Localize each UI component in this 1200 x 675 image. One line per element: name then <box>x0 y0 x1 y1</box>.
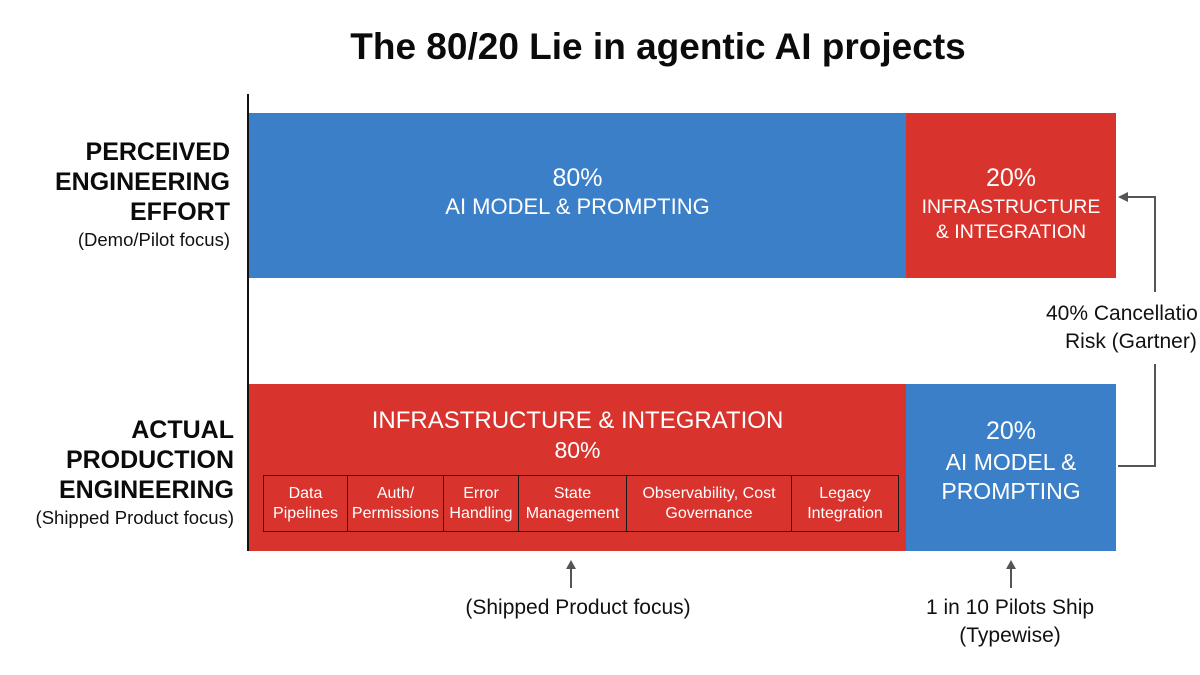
risk-arrow-head <box>1118 192 1128 202</box>
perceived-label-line-1: PERCEIVED <box>85 138 230 166</box>
perceived-ai-model-percent: 80% <box>552 164 603 192</box>
risk-line-1: 40% Cancellatio <box>1046 302 1198 325</box>
actual-ai-model-label-line-1: AI MODEL & <box>945 449 1077 475</box>
perceived-ai-model-segment: 80% AI MODEL & PROMPTING <box>249 113 906 278</box>
perceived-row-label: PERCEIVED ENGINEERING EFFORT (Demo/Pilot… <box>55 137 230 253</box>
pilots-ship-line-1: 1 in 10 Pilots Ship <box>925 596 1095 619</box>
perceived-infrastructure-label-line-1: INFRASTRUCTURE <box>921 196 1101 218</box>
actual-ai-model-segment: 20% AI MODEL & PROMPTING <box>906 384 1116 551</box>
risk-line-2: Risk (Gartner) <box>1065 330 1197 353</box>
component-auth-permissions: Auth/Permissions <box>348 476 444 531</box>
perceived-infrastructure-label-line-2: & INTEGRATION <box>935 221 1087 243</box>
perceived-label-line-3: EFFORT <box>130 198 230 226</box>
perceived-infrastructure-segment: 20% INFRASTRUCTURE & INTEGRATION <box>906 113 1116 278</box>
pilots-ship-note: 1 in 10 Pilots Ship (Typewise) <box>880 594 1140 650</box>
risk-annotation: 40% Cancellatio Risk (Gartner) <box>1046 300 1198 356</box>
actual-ai-model-label-line-2: PROMPTING <box>941 478 1081 504</box>
actual-label-line-2: PRODUCTION <box>65 446 234 474</box>
actual-infrastructure-percent: 80% <box>554 437 601 463</box>
risk-connector <box>1118 192 1200 467</box>
shipped-arrow-icon <box>566 560 576 588</box>
actual-ai-model-percent: 20% <box>985 417 1037 445</box>
axis-line <box>247 94 249 551</box>
actual-sublabel: (Shipped Product focus) <box>35 507 234 528</box>
shipped-product-note: (Shipped Product focus) <box>465 596 691 619</box>
perceived-ai-model-label: AI MODEL & PROMPTING <box>445 194 710 219</box>
actual-row-label: ACTUAL PRODUCTION ENGINEERING (Shipped P… <box>36 415 234 531</box>
actual-infrastructure-label: INFRASTRUCTURE & INTEGRATION <box>371 407 784 434</box>
perceived-sublabel: (Demo/Pilot focus) <box>77 229 230 250</box>
actual-infrastructure-segment: INFRASTRUCTURE & INTEGRATION 80% <box>249 384 906 551</box>
risk-label-mask <box>1140 292 1200 364</box>
actual-label-line-1: ACTUAL <box>131 416 234 444</box>
pilots-ship-line-2: (Typewise) <box>959 624 1061 647</box>
perceived-label-line-2: ENGINEERING <box>54 168 230 196</box>
diagram-title: The 80/20 Lie in agentic AI projects <box>350 26 966 67</box>
pilots-arrow-icon <box>1006 560 1016 588</box>
perceived-infrastructure-percent: 20% <box>985 164 1037 192</box>
actual-label-line-3: ENGINEERING <box>58 476 234 504</box>
